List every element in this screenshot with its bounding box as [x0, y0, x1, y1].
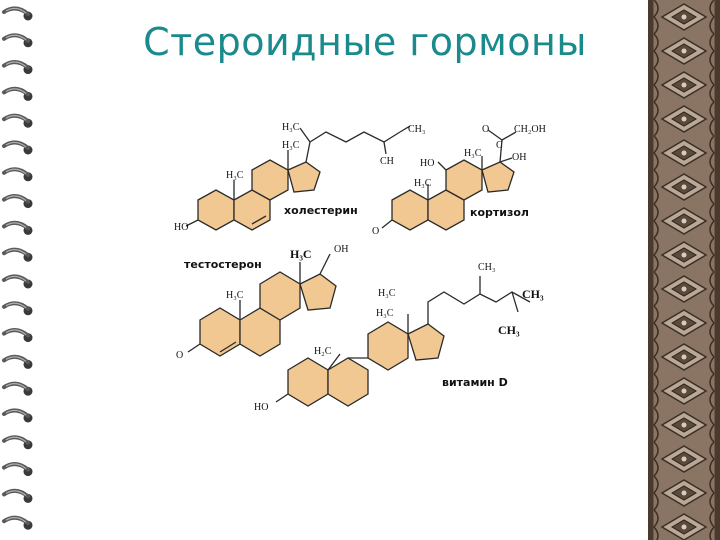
testosterone-structure: H₃C OH H₃C O тестостерон — [176, 244, 348, 361]
cortisol-label: кортизол — [470, 206, 529, 219]
vitamin-d-structure: CH₃ H₃C CH₃ H₃C CH₃ H₂C HO витамин D — [254, 262, 544, 413]
binder-ring — [2, 462, 33, 477]
cortisol-c: C — [496, 140, 503, 151]
steroid-structures-diagram: H₃C H₃C H₃C CH₃ CH HO холестерин O CH₂OH… — [174, 122, 546, 413]
binder-ring — [2, 488, 33, 503]
cholesterol-h3c-ring: H₃C — [226, 170, 244, 181]
cortisol-h3c-mid: H₃C — [464, 148, 482, 159]
binder-ring — [2, 435, 33, 450]
vitamin-d-ho: HO — [254, 402, 268, 413]
binder-ring — [2, 194, 33, 209]
binder-ring — [2, 247, 33, 262]
cortisol-oh: OH — [512, 152, 526, 163]
cortisol-o-top: O — [482, 124, 489, 135]
binder-ring — [2, 60, 33, 75]
binder-rings — [2, 6, 33, 530]
binder-ring — [2, 167, 33, 182]
binder-ring — [2, 328, 33, 343]
vitamin-d-label: витамин D — [442, 376, 508, 389]
cholesterol-h3c-mid: H₃C — [282, 140, 300, 151]
cortisol-o-bottom: O — [372, 226, 379, 237]
binder-ring — [2, 274, 33, 289]
testosterone-h3c-ring: H₃C — [226, 290, 244, 301]
binder-ring — [2, 301, 33, 316]
testosterone-h3c-top: H₃C — [290, 247, 312, 261]
cortisol-ho: HO — [420, 158, 434, 169]
cortisol-ch2oh: CH₂OH — [514, 124, 546, 135]
cholesterol-ch3: CH₃ — [408, 124, 425, 135]
cholesterol-ho: HO — [174, 222, 188, 233]
vitamin-d-ch3-bottom: CH₃ — [498, 323, 520, 337]
cholesterol-structure: H₃C H₃C H₃C CH₃ CH HO холестерин — [174, 122, 425, 233]
vitamin-d-ch3-top: CH₃ — [478, 262, 495, 273]
binder-ring — [2, 140, 33, 155]
binder-ring — [2, 515, 33, 530]
cholesterol-ch: CH — [380, 156, 394, 167]
binder-ring — [2, 381, 33, 396]
binder-ring — [2, 220, 33, 235]
vitamin-d-h2c: H₂C — [314, 346, 332, 357]
testosterone-label: тестостерон — [184, 258, 262, 271]
ornamental-border — [648, 0, 720, 540]
cholesterol-h3c-top: H₃C — [282, 122, 300, 133]
vitamin-d-h3c-chain: H₃C — [378, 288, 396, 299]
binder-ring — [2, 86, 33, 101]
binder-ring — [2, 408, 33, 423]
binder-ring — [2, 6, 33, 21]
vitamin-d-h3c-mid: H₃C — [376, 308, 394, 319]
binder-ring — [2, 354, 33, 369]
cholesterol-label: холестерин — [284, 204, 358, 217]
binder-ring — [2, 33, 33, 48]
slide-title: Стероидные гормоны — [143, 20, 587, 64]
cortisol-structure: O CH₂OH C OH HO H₃C H₃C O кортизол — [372, 124, 546, 237]
binder-ring — [2, 113, 33, 128]
testosterone-oh: OH — [334, 244, 348, 255]
vitamin-d-ch3-right: CH₃ — [522, 287, 544, 301]
cortisol-h3c-ring: H₃C — [414, 178, 432, 189]
testosterone-o: O — [176, 350, 183, 361]
